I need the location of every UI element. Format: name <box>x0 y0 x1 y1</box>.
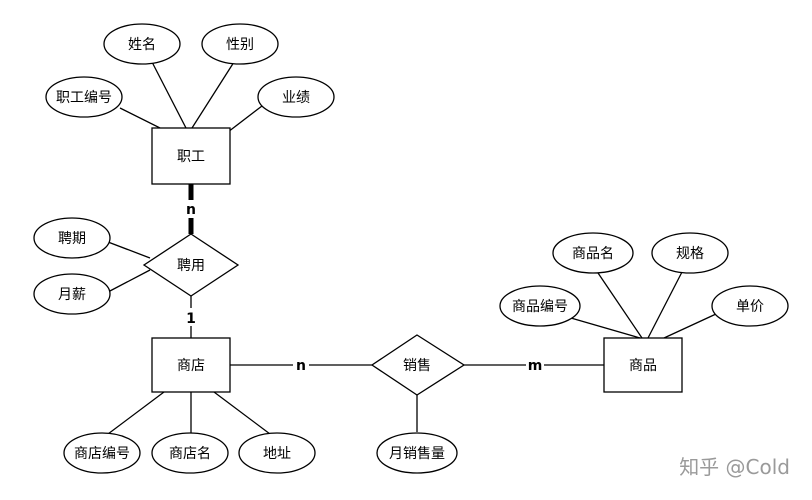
relationship-pinyong: 聘用 <box>142 233 240 297</box>
attr-pinqi: 聘期 <box>33 217 111 259</box>
attr-pinqi-ellipse <box>33 217 111 259</box>
attr-shangpinbianhao: 商品编号 <box>499 285 581 327</box>
attr-shangdianbianhao: 商店编号 <box>63 432 141 474</box>
entity-shangdian-box <box>151 337 231 393</box>
entity-shangpin-label: 商品 <box>629 358 657 374</box>
attr-zhigongbianhao-ellipse <box>45 76 123 118</box>
attr-dizhi-label: 地址 <box>263 446 291 462</box>
attr-xingbie-label: 性别 <box>226 37 254 53</box>
attr-shangdianbianhao-ellipse <box>63 432 141 474</box>
edge-xingming-zhigong <box>151 61 187 129</box>
attr-shangpinbianhao-label: 商品编号 <box>512 299 568 315</box>
attr-dizhi: 地址 <box>238 432 316 474</box>
entity-zhigong-label: 职工 <box>177 149 205 165</box>
cardinality-zhigong-pinyong: n <box>186 202 196 218</box>
attr-yuexiaoshouliang: 月销售量 <box>376 432 458 474</box>
attr-yuexiaoshouliang-label: 月销售量 <box>389 446 445 462</box>
attr-yeji: 业绩 <box>257 76 335 118</box>
attr-guige-ellipse <box>651 232 729 274</box>
cardinality-bg-shangdian-xiaoshou <box>293 358 309 372</box>
edge-danjia-shangpin <box>663 313 717 339</box>
edge-guige-shangpin <box>647 271 683 339</box>
edge-shangpinming-shangpin <box>595 269 643 339</box>
cardinality-pinyong-shangdian: 1 <box>186 311 196 327</box>
entity-zhigong-box <box>151 127 231 185</box>
attr-shangpinbianhao-ellipse <box>499 285 581 327</box>
relationship-pinyong-diamond <box>142 233 240 297</box>
attr-yuexin-label: 月薪 <box>58 287 86 303</box>
attr-guige: 规格 <box>651 232 729 274</box>
cardinality-shangdian-xiaoshou: n <box>296 358 306 374</box>
attr-danjia: 单价 <box>711 285 789 327</box>
attr-dizhi-ellipse <box>238 432 316 474</box>
attr-yeji-label: 业绩 <box>282 90 310 106</box>
entity-zhigong: 职工 <box>151 127 231 185</box>
attr-zhigongbianhao: 职工编号 <box>45 76 123 118</box>
attr-xingming: 姓名 <box>103 23 181 65</box>
edge-shangpinbianhao-shangpin <box>563 315 641 339</box>
entity-shangpin-box <box>603 337 683 393</box>
edge-xingbie-zhigong <box>191 61 235 129</box>
edge-pinqi-pinyong <box>107 241 151 259</box>
attr-xingming-label: 姓名 <box>128 37 156 53</box>
attr-xingbie-ellipse <box>201 23 279 65</box>
relationship-xiaoshou: 销售 <box>370 334 466 396</box>
edge-yeji-zhigong <box>227 105 263 133</box>
attr-zhigongbianhao-label: 职工编号 <box>56 90 112 106</box>
attr-yeji-ellipse <box>257 76 335 118</box>
attr-shangdianming-label: 商店名 <box>169 446 211 462</box>
attr-pinqi-label: 聘期 <box>58 231 86 247</box>
attr-shangdianbianhao-label: 商店编号 <box>74 446 130 462</box>
attr-guige-label: 规格 <box>676 246 704 262</box>
edge-zhigongbianhao-zhigong <box>119 107 161 129</box>
attr-shangpinming-ellipse <box>552 232 634 274</box>
entity-shangdian: 商店 <box>151 337 231 393</box>
attr-xingbie: 性别 <box>201 23 279 65</box>
relationship-xiaoshou-label: 销售 <box>403 358 431 374</box>
attr-shangpinming: 商品名 <box>552 232 634 274</box>
relationship-pinyong-label: 聘用 <box>177 258 205 274</box>
watermark: 知乎 @Cold <box>679 455 790 479</box>
cardinality-xiaoshou-shangpin: m <box>528 358 543 374</box>
attr-xingming-ellipse <box>103 23 181 65</box>
entity-shangdian-label: 商店 <box>177 358 205 374</box>
entity-shangpin: 商品 <box>603 337 683 393</box>
attr-yuexin-ellipse <box>33 273 111 315</box>
attr-danjia-ellipse <box>711 285 789 327</box>
attr-shangpinming-label: 商品名 <box>572 246 614 262</box>
attr-yuexiaoshouliang-ellipse <box>376 432 458 474</box>
attr-shangdianming: 商店名 <box>151 432 229 474</box>
relationship-xiaoshou-diamond <box>370 334 466 396</box>
edge-dizhi-shangdian <box>213 391 271 435</box>
attr-shangdianming-ellipse <box>151 432 229 474</box>
cardinality-bg-xiaoshou-shangpin <box>526 358 544 372</box>
edge-shangdianbianhao-shangdian <box>107 391 165 435</box>
attr-yuexin: 月薪 <box>33 273 111 315</box>
edge-yuexin-pinyong <box>107 269 151 293</box>
attr-danjia-label: 单价 <box>736 299 764 315</box>
